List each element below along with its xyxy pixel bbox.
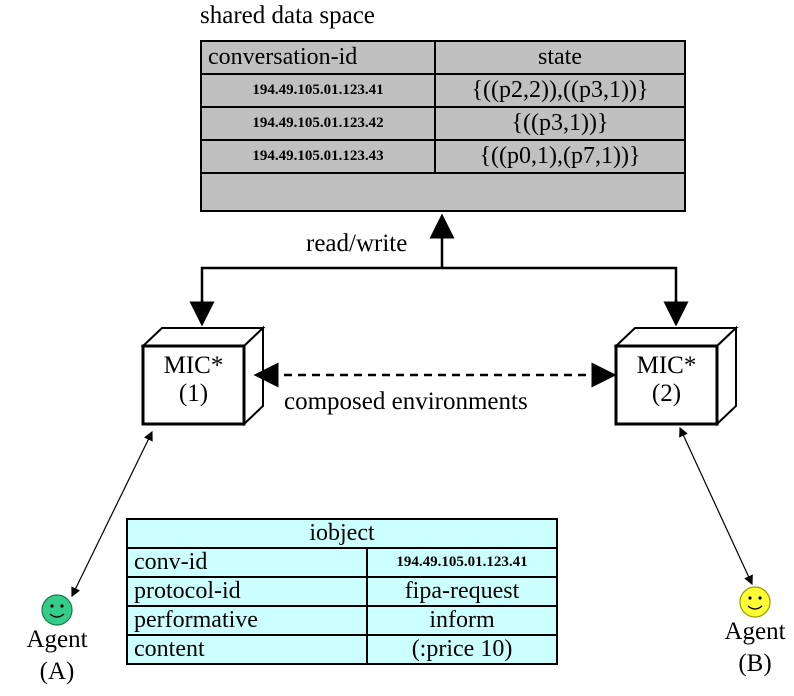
agent-b-face xyxy=(739,586,771,618)
agent-b-id: (B) xyxy=(738,650,772,677)
iobject-value-cell: 194.49.105.01.123.41 xyxy=(366,547,558,578)
iobject-key-cell: content xyxy=(126,634,368,665)
agent-a-name: Agent xyxy=(26,626,88,653)
conversation-id-cell: 194.49.105.01.123.43 xyxy=(200,139,436,174)
shared-data-space-table: conversation-id state 194.49.105.01.123.… xyxy=(200,40,686,212)
table-row[interactable]: 194.49.105.01.123.42 {((p3,1))} xyxy=(200,106,686,141)
header-state: state xyxy=(434,40,686,75)
iobject-table: iobject conv-id 194.49.105.01.123.41 pro… xyxy=(126,518,558,665)
state-cell: {((p0,1),(p7,1))} xyxy=(434,139,686,174)
iobject-value-cell: (:price 10) xyxy=(366,634,558,665)
state-cell: {((p2,2)),((p3,1))} xyxy=(434,73,686,108)
composed-environments-label: composed environments xyxy=(284,388,528,415)
agent-a-label: Agent (A) xyxy=(2,624,112,688)
agent-b-link xyxy=(679,426,753,586)
table-row[interactable]: 194.49.105.01.123.41 {((p2,2)),((p3,1))} xyxy=(200,73,686,108)
agent-b-smiley-icon[interactable] xyxy=(739,586,771,618)
shared-space-title: shared data space xyxy=(200,2,375,29)
agent-a-id: (A) xyxy=(39,658,75,685)
mic-box-1[interactable] xyxy=(140,325,266,427)
mic-box-2[interactable] xyxy=(613,325,739,427)
conversation-id-cell: 194.49.105.01.123.42 xyxy=(200,106,436,141)
iobject-value-cell: inform xyxy=(366,605,558,636)
conversation-id-cell: 194.49.105.01.123.41 xyxy=(200,73,436,108)
branch-line xyxy=(200,266,678,322)
agent-a-smiley-icon[interactable] xyxy=(41,594,73,626)
header-conversation-id: conversation-id xyxy=(200,40,436,75)
mic-2-name: MIC* xyxy=(636,352,697,379)
table-row[interactable]: 194.49.105.01.123.43 {((p0,1),(p7,1))} xyxy=(200,139,686,174)
iobject-title: iobject xyxy=(126,518,558,549)
mic-2-number: (2) xyxy=(651,380,682,407)
table-row[interactable]: performative inform xyxy=(126,605,558,636)
read-write-label: read/write xyxy=(306,230,408,257)
iobject-value-cell: fipa-request xyxy=(366,576,558,607)
mic-1-name: MIC* xyxy=(163,352,224,379)
agent-b-label: Agent (B) xyxy=(700,616,794,680)
iobject-key-cell: conv-id xyxy=(126,547,368,578)
iobject-key-cell: performative xyxy=(126,605,368,636)
read-write-connector xyxy=(189,213,689,327)
table-row[interactable]: conv-id 194.49.105.01.123.41 xyxy=(126,547,558,578)
mic-1-label: MIC* (1) xyxy=(143,352,244,408)
agent-b-name: Agent xyxy=(724,618,786,645)
agent-a-face xyxy=(41,594,73,626)
iobject-key-cell: protocol-id xyxy=(126,576,368,607)
agent-a-link xyxy=(71,430,153,598)
table-row[interactable]: protocol-id fipa-request xyxy=(126,576,558,607)
table-header-row: conversation-id state xyxy=(200,40,686,75)
empty-row xyxy=(200,172,686,212)
mic-2-label: MIC* (2) xyxy=(616,352,717,408)
iobject-header-row: iobject xyxy=(126,518,558,549)
table-row[interactable]: content (:price 10) xyxy=(126,634,558,665)
state-cell: {((p3,1))} xyxy=(434,106,686,141)
mic-1-number: (1) xyxy=(178,380,209,407)
